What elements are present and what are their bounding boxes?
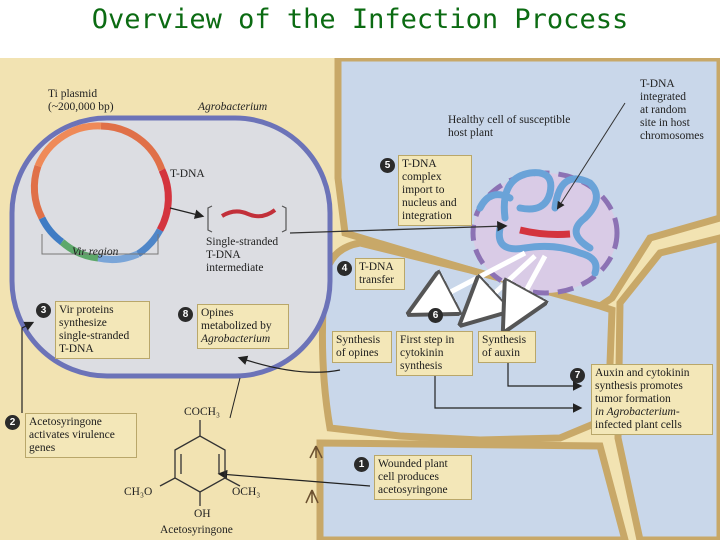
slide-title: Overview of the Infection Process <box>91 4 629 35</box>
step-3-line: synthesize <box>59 317 107 329</box>
integrated-label-1: T-DNA <box>640 78 675 90</box>
ss-tdna-label-2: T-DNA <box>206 249 241 261</box>
step-2-line: activates virulence <box>29 429 115 441</box>
t-dna-label: T-DNA <box>170 168 205 180</box>
step-8-line: metabolized by <box>201 320 272 332</box>
step-5-line: nucleus and <box>402 197 457 209</box>
integrated-label-5: chromosomes <box>640 130 704 142</box>
ch3o-label: CH₃O <box>124 486 153 498</box>
step-1-line: Wounded plant <box>378 458 448 470</box>
step-2-line: genes <box>29 442 56 454</box>
host-chromosomes <box>476 169 600 277</box>
step-1-number: 1 <box>354 457 369 472</box>
cytokinin-line: First step in <box>400 334 455 346</box>
step-7-box: Auxin and cytokinin synthesis promotes t… <box>591 364 713 435</box>
step-3-number: 3 <box>36 303 51 318</box>
step-4-number: 4 <box>337 261 352 276</box>
oh-label: OH <box>194 508 211 520</box>
ss-tdna <box>220 208 277 219</box>
step-5-number: 5 <box>380 158 395 173</box>
acetosyringone-structure <box>159 420 241 506</box>
vir-region-label: Vir region <box>72 246 119 258</box>
step-6-number: 6 <box>428 308 443 323</box>
step-2-box: Acetosyringone activates virulence genes <box>25 413 137 458</box>
coch3-label: COCH₃ <box>184 406 220 418</box>
step-5-box: T-DNA complex import to nucleus and inte… <box>398 155 472 226</box>
step-7-line: synthesis promotes <box>595 380 683 392</box>
step-2-line: Acetosyringone <box>29 416 102 428</box>
step-7-line: infected plant cells <box>595 419 682 431</box>
step-6-opines-box: Synthesis of opines <box>332 331 392 363</box>
ti-plasmid <box>30 122 172 263</box>
infection-diagram: Ti plasmid (~200,000 bp) Agrobacterium T… <box>0 54 720 544</box>
acetosyringone-label: Acetosyringone <box>160 524 233 536</box>
step-6-auxin-box: Synthesis of auxin <box>478 331 536 363</box>
auxin-line: Synthesis <box>482 334 527 346</box>
step-3-line: Vir proteins <box>59 304 114 316</box>
opines-line: Synthesis <box>336 334 381 346</box>
step-5-line: complex <box>402 171 442 183</box>
step-7-line: Auxin and cytokinin <box>595 367 690 379</box>
step-4-box: T-DNA transfer <box>355 258 405 290</box>
cytokinin-line: cytokinin <box>400 347 444 359</box>
step-3-box: Vir proteins synthesize single-stranded … <box>55 301 150 359</box>
step-8-line: Agrobacterium <box>201 333 271 345</box>
step-3-line: T-DNA <box>59 343 94 355</box>
ss-tdna-label-1: Single-stranded <box>206 236 279 248</box>
integrated-tdna <box>519 226 571 238</box>
step-8-box: Opines metabolized by Agrobacterium <box>197 304 289 349</box>
step-5-line: integration <box>402 210 452 222</box>
step-8-number: 8 <box>178 307 193 322</box>
integrated-label-2: integrated <box>640 91 686 103</box>
step-1-line: acetosyringone <box>378 484 448 496</box>
step-2-number: 2 <box>5 415 20 430</box>
step-7-line: in Agrobacterium- <box>595 406 680 418</box>
cytokinin-line: synthesis <box>400 360 443 372</box>
ss-tdna-label-3: intermediate <box>206 262 264 274</box>
step-3-line: single-stranded <box>59 330 130 342</box>
step-4-line: transfer <box>359 274 395 286</box>
integrated-label-3: at random <box>640 104 687 116</box>
opines-line: of opines <box>336 347 379 359</box>
integrated-label-4: site in host <box>640 117 690 129</box>
step-7-line: tumor formation <box>595 393 671 405</box>
ti-plasmid-size-label: (~200,000 bp) <box>48 101 114 113</box>
step-5-line: import to <box>402 184 445 196</box>
step-6-cytokinin-box: First step in cytokinin synthesis <box>396 331 473 376</box>
agrobacterium-label: Agrobacterium <box>198 101 268 113</box>
step-1-box: Wounded plant cell produces acetosyringo… <box>374 455 472 500</box>
step-1-line: cell produces <box>378 471 439 483</box>
auxin-line: of auxin <box>482 347 521 359</box>
step-4-line: T-DNA <box>359 261 394 273</box>
step-5-line: T-DNA <box>402 158 437 170</box>
och3-label: OCH₃ <box>232 486 261 498</box>
healthy-cell-label-2: host plant <box>448 127 494 139</box>
step-7-number: 7 <box>570 368 585 383</box>
healthy-cell-label-1: Healthy cell of susceptible <box>448 114 571 126</box>
step-8-line: Opines <box>201 307 234 319</box>
ti-plasmid-label: Ti plasmid <box>48 88 98 100</box>
vir-bracket <box>41 234 159 255</box>
